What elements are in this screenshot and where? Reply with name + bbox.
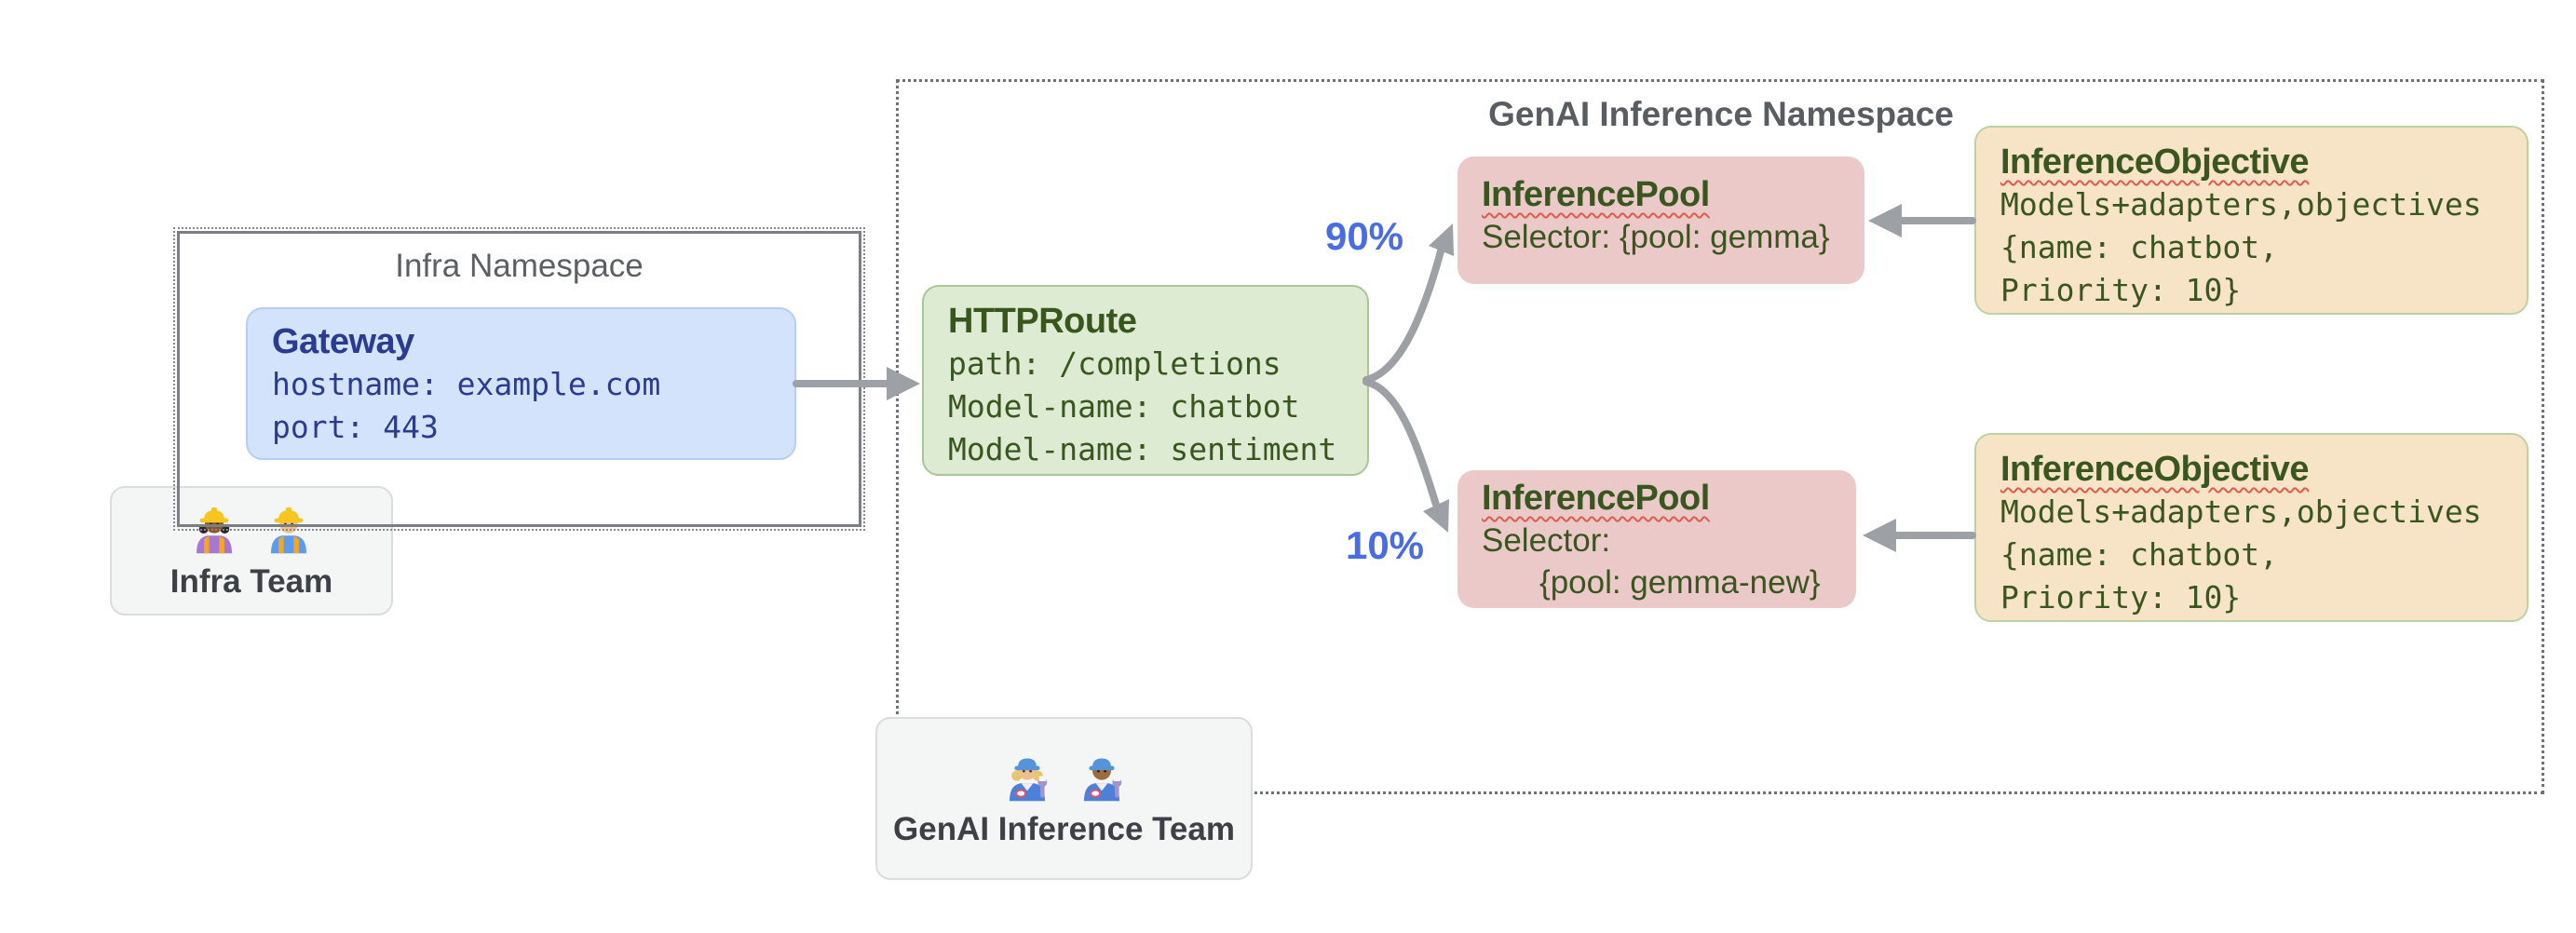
inference-objective-top-line-1: Models+adapters,objectives	[2000, 186, 2482, 223]
httproute-box: HTTPRoute path: /completions Model-name:…	[922, 285, 1369, 476]
inference-objective-top-line-3: Priority: 10}	[2000, 272, 2242, 308]
inference-objective-bottom-line-3: Priority: 10}	[2000, 579, 2242, 615]
gateway-box: Gateway hostname: example.com port: 443	[246, 307, 796, 460]
gateway-title: Gateway	[272, 322, 414, 361]
genai-team-icons	[1000, 750, 1129, 804]
inference-objective-bottom-box: InferenceObjective Models+adapters,objec…	[1974, 433, 2529, 622]
inference-objective-bottom-line-2: {name: chatbot,	[2000, 536, 2279, 573]
infra-namespace-box	[173, 227, 865, 531]
infra-team-label: Infra Team	[169, 562, 333, 600]
inference-objective-top-line-2: {name: chatbot,	[2000, 229, 2279, 265]
percent-90-label: 90%	[1324, 214, 1404, 258]
infra-team-icons	[187, 502, 316, 556]
man-mechanic-icon	[1083, 758, 1121, 801]
inference-pool-bottom-selector-line: Selector:	[1482, 522, 1611, 559]
inference-pool-top-box: InferencePool Selector: {pool: gemma}	[1457, 156, 1864, 284]
genai-team-label: GenAI Inference Team	[893, 810, 1235, 847]
infra-namespace-title: Infra Namespace	[395, 248, 644, 284]
genai-namespace-title: GenAI Inference Namespace	[1488, 95, 1954, 133]
inference-pool-bottom-title: InferencePool	[1482, 479, 1710, 518]
inference-objective-top-box: InferenceObjective Models+adapters,objec…	[1974, 126, 2529, 315]
genai-team-card: GenAI Inference Team	[875, 717, 1253, 880]
inference-objective-top-title: InferenceObjective	[2000, 142, 2310, 182]
httproute-path-line: path: /completions	[948, 345, 1281, 382]
inference-objective-bottom-title: InferenceObjective	[2000, 450, 2310, 489]
gateway-port-line: port: 443	[272, 409, 439, 445]
httproute-title: HTTPRoute	[948, 302, 1137, 341]
gateway-hostname-line: hostname: example.com	[272, 366, 661, 402]
percent-10-label: 10%	[1345, 523, 1425, 567]
woman-mechanic-icon	[1009, 758, 1047, 801]
man-construction-worker-icon	[270, 507, 307, 553]
genai-namespace-box	[896, 79, 2544, 794]
inference-objective-bottom-line-1: Models+adapters,objectives	[2000, 494, 2482, 530]
inference-pool-top-title: InferencePool	[1482, 175, 1710, 214]
inference-pool-bottom-value-line: {pool: gemma-new}	[1539, 564, 1821, 601]
inference-pool-top-selector-line: Selector: {pool: gemma}	[1482, 219, 1830, 255]
httproute-model-chatbot-line: Model-name: chatbot	[948, 388, 1300, 425]
inference-pool-bottom-box: InferencePool Selector: {pool: gemma-new…	[1457, 470, 1856, 608]
httproute-model-sentiment-line: Model-name: sentiment	[948, 431, 1337, 467]
infra-team-card: Infra Team	[110, 486, 393, 615]
